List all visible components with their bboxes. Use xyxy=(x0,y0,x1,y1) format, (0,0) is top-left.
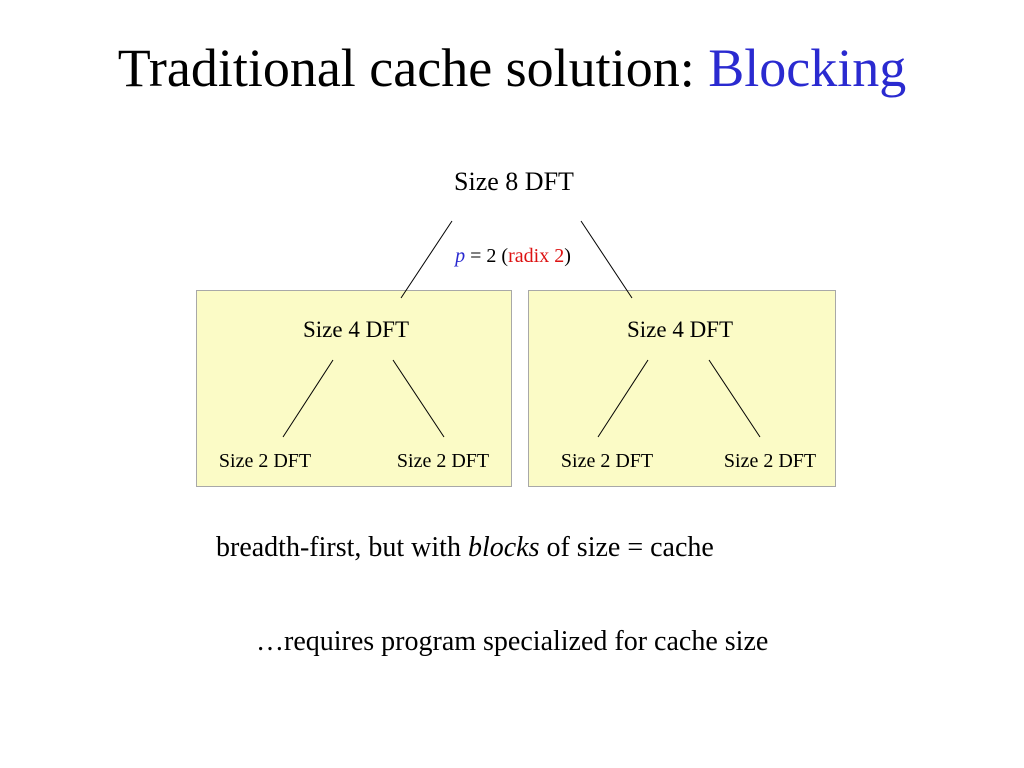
radix-annotation: p = 2 (radix 2) xyxy=(418,242,608,270)
note-1-emphasis: blocks xyxy=(467,532,540,563)
node-size-2-dft-4: Size 2 DFT xyxy=(723,450,817,472)
note-requires-program: …requires program specialized for cache … xyxy=(256,626,769,657)
edge-right-leaf3 xyxy=(597,359,649,438)
note-breadth-first: breadth-first, but with blocks of size =… xyxy=(216,530,714,566)
block-left xyxy=(196,290,512,487)
node-size-2-dft-2: Size 2 DFT xyxy=(396,450,490,472)
edge-right-leaf4 xyxy=(708,359,761,438)
radix-close: ) xyxy=(564,245,571,267)
node-size-8-dft: Size 8 DFT xyxy=(454,167,574,196)
slide-title: Traditional cache solution: Blocking xyxy=(0,30,1024,106)
radix-equals: = 2 ( xyxy=(465,245,509,267)
note-1-before: breadth-first, but with xyxy=(216,532,468,563)
node-size-4-dft-right: Size 4 DFT xyxy=(626,317,734,342)
edge-left-leaf1 xyxy=(282,359,334,438)
title-main: Traditional cache solution: xyxy=(117,38,709,98)
radix-variable: p xyxy=(455,245,466,267)
block-right xyxy=(528,290,836,487)
radix-text: radix 2 xyxy=(508,245,565,267)
edge-root-left xyxy=(400,220,453,299)
title-accent: Blocking xyxy=(708,38,907,98)
note-1-after: of size = cache xyxy=(539,532,714,563)
node-size-2-dft-1: Size 2 DFT xyxy=(218,450,312,472)
node-size-4-dft-left: Size 4 DFT xyxy=(302,317,410,342)
edge-left-leaf2 xyxy=(392,359,445,438)
edge-root-right xyxy=(580,220,633,299)
node-size-2-dft-3: Size 2 DFT xyxy=(560,450,654,472)
